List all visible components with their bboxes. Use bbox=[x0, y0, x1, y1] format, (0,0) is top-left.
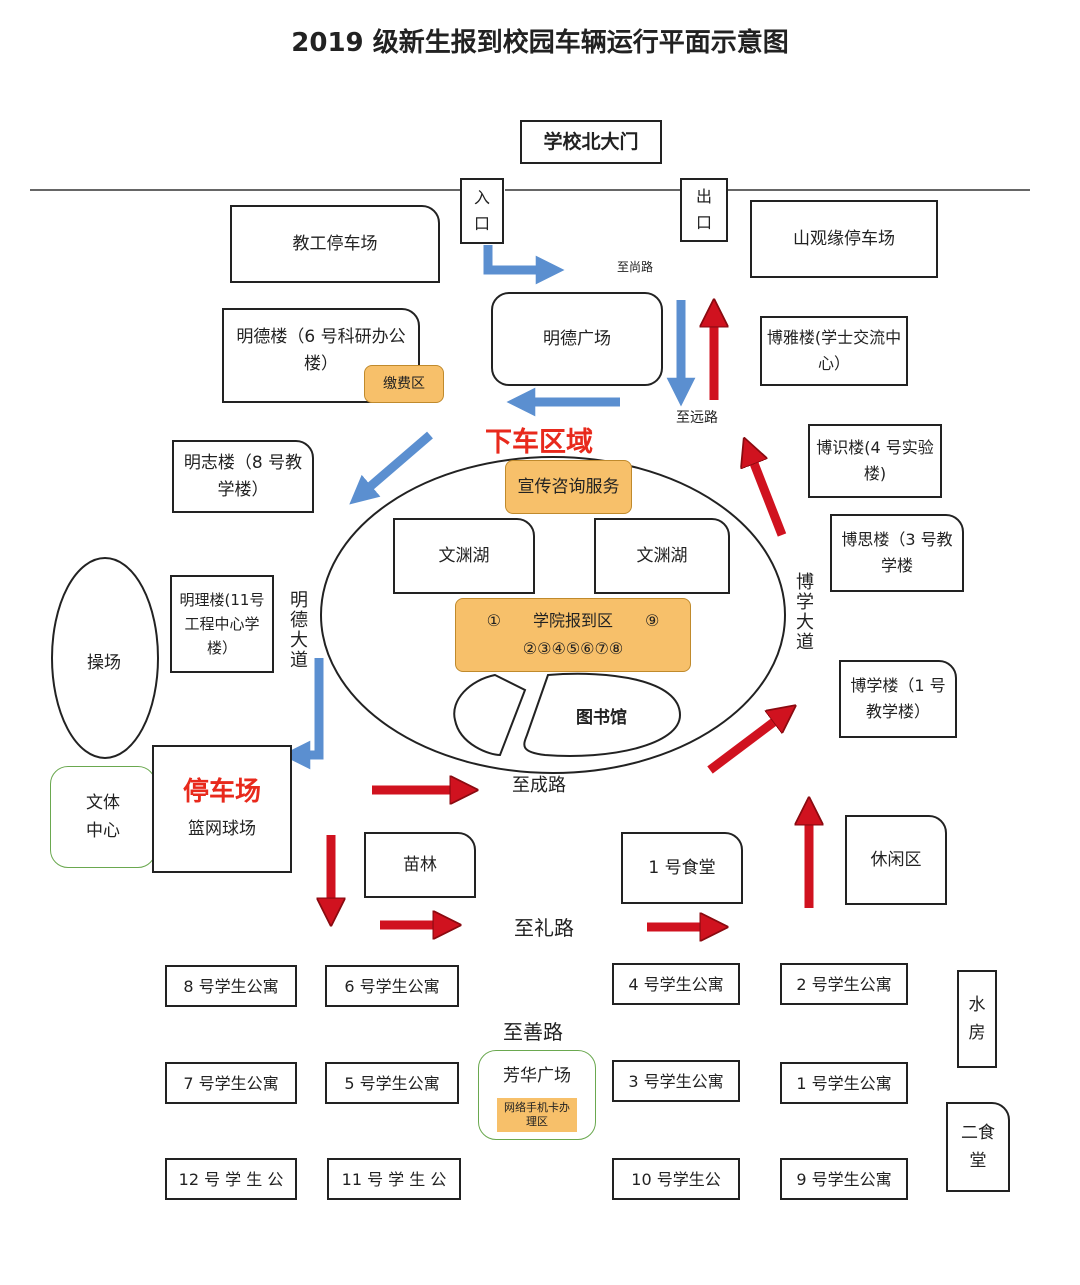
bosi-building: 博思楼（3 号教学楼 bbox=[830, 514, 964, 592]
playground-label: 操场 bbox=[87, 653, 121, 673]
parking-basketball: 停车场 篮网球场 bbox=[152, 745, 292, 873]
library-label: 图书馆 bbox=[576, 708, 627, 728]
dorm-4: 4 号学生公寓 bbox=[612, 963, 740, 1005]
dorm-6: 6 号学生公寓 bbox=[325, 965, 459, 1007]
dorm-5: 5 号学生公寓 bbox=[325, 1062, 459, 1104]
blue-arrow-to-parking bbox=[281, 658, 324, 770]
library-shape bbox=[523, 672, 682, 757]
dorm-10: 10 号学生公 bbox=[612, 1158, 740, 1200]
basketball-court-label: 篮网球场 bbox=[188, 819, 256, 839]
fanghua-square: 芳华广场 网络手机卡办理区 bbox=[478, 1050, 596, 1140]
consult-service: 宣传咨询服务 bbox=[505, 460, 632, 514]
nursery: 苗林 bbox=[364, 832, 476, 898]
payment-area: 缴费区 bbox=[364, 365, 444, 403]
water-room: 水 房 bbox=[957, 970, 997, 1068]
mingde-square: 明德广场 bbox=[491, 292, 663, 386]
road-zhili: 至礼路 bbox=[514, 916, 574, 940]
shanguanyuan-parking: 山观缘停车场 bbox=[750, 200, 938, 278]
dorm-3: 3 号学生公寓 bbox=[612, 1060, 740, 1102]
fanghua-square-label: 芳华广场 bbox=[503, 1066, 571, 1086]
leisure-area: 休闲区 bbox=[845, 815, 947, 905]
dorm-12: 12 号 学 生 公 bbox=[165, 1158, 297, 1200]
exit-gate: 出 口 bbox=[680, 178, 728, 242]
road-zhishang: 至尚路 bbox=[617, 260, 654, 274]
dorm-9: 9 号学生公寓 bbox=[780, 1158, 908, 1200]
college-checkin-zone: ① 学院报到区 ⑨ ②③④⑤⑥⑦⑧ bbox=[455, 598, 691, 672]
central-ring-ellipse bbox=[320, 456, 786, 774]
network-card-area: 网络手机卡办理区 bbox=[497, 1098, 577, 1132]
sports-center: 文体 中心 bbox=[50, 766, 156, 868]
boshi-building: 博识楼(4 号实验楼) bbox=[808, 424, 942, 498]
road-zhishan: 至善路 bbox=[503, 1020, 563, 1044]
dorm-7: 7 号学生公寓 bbox=[165, 1062, 297, 1104]
blue-arrow-entrance bbox=[483, 245, 565, 285]
dorm-2: 2 号学生公寓 bbox=[780, 963, 908, 1005]
red-arrow-diagonal-lower bbox=[707, 712, 787, 774]
boya-building: 博雅楼(学士交流中心） bbox=[760, 316, 908, 386]
parking-lot-label: 停车场 bbox=[182, 777, 261, 807]
canteen-2: 二食 堂 bbox=[946, 1102, 1010, 1192]
blue-arrow-diagonal bbox=[349, 431, 433, 505]
mingli-building: 明理楼(11号工程中心学楼） bbox=[170, 575, 274, 673]
road-zhicheng: 至成路 bbox=[512, 775, 566, 796]
college-checkin-line1: ① 学院报到区 ⑨ bbox=[486, 611, 660, 630]
dropoff-zone-label: 下车区域 bbox=[485, 427, 593, 458]
playground-ellipse bbox=[51, 557, 159, 759]
entrance-gate: 入 口 bbox=[460, 178, 504, 244]
staff-parking: 教工停车场 bbox=[230, 205, 440, 283]
road-boxue-avenue: 博学大道 bbox=[793, 572, 814, 652]
page-title: 2019 级新生报到校园车辆运行平面示意图 bbox=[291, 28, 789, 58]
dorm-1: 1 号学生公寓 bbox=[780, 1062, 908, 1104]
library-small-shape bbox=[453, 673, 527, 757]
boxue-building: 博学楼（1 号教学楼） bbox=[839, 660, 957, 738]
red-arrow-diagonal-upper bbox=[748, 448, 787, 537]
dorm-8: 8 号学生公寓 bbox=[165, 965, 297, 1007]
road-mingde-avenue: 明德大道 bbox=[287, 590, 308, 670]
wenyuan-lake-left: 文渊湖 bbox=[393, 518, 535, 594]
dorm-11: 11 号 学 生 公 bbox=[327, 1158, 461, 1200]
road-zhiyuan: 至远路 bbox=[676, 410, 718, 426]
wenyuan-lake-right: 文渊湖 bbox=[594, 518, 730, 594]
north-gate: 学校北大门 bbox=[520, 120, 662, 164]
mingzhi-building: 明志楼（8 号教学楼） bbox=[172, 440, 314, 513]
canteen-1: 1 号食堂 bbox=[621, 832, 743, 904]
college-checkin-line2: ②③④⑤⑥⑦⑧ bbox=[522, 639, 624, 658]
